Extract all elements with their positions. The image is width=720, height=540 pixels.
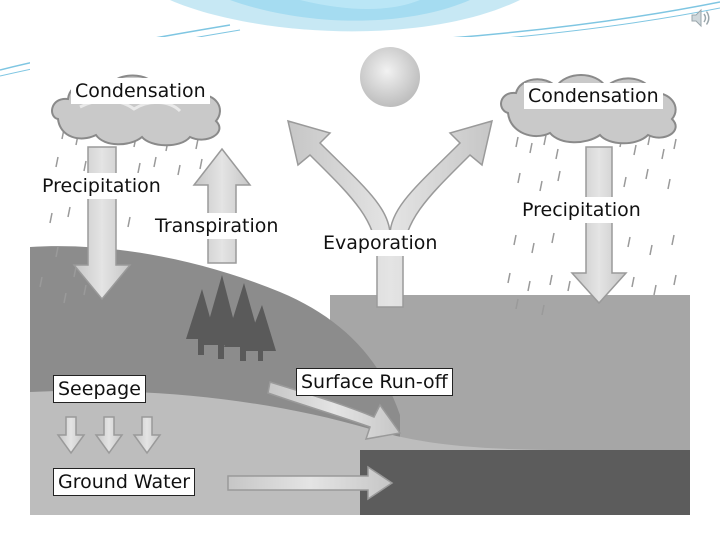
- precipitation-label-left: Precipitation: [38, 173, 165, 199]
- condensation-label-right: Condensation: [524, 83, 663, 109]
- evaporation-label: Evaporation: [319, 230, 441, 256]
- seepage-label: Seepage: [53, 375, 146, 403]
- condensation-label-left: Condensation: [71, 78, 210, 104]
- surface-runoff-label: Surface Run-off: [296, 368, 453, 396]
- ocean-water: [360, 450, 690, 515]
- arrow-icon: [58, 417, 160, 453]
- speaker-icon[interactable]: [690, 8, 712, 28]
- water-cycle-diagram: Condensation Condensation Precipitation …: [30, 37, 690, 515]
- transpiration-label: Transpiration: [151, 213, 282, 239]
- precipitation-label-right: Precipitation: [518, 197, 645, 223]
- ground-water-label: Ground Water: [53, 468, 195, 496]
- sun-icon: [360, 47, 420, 107]
